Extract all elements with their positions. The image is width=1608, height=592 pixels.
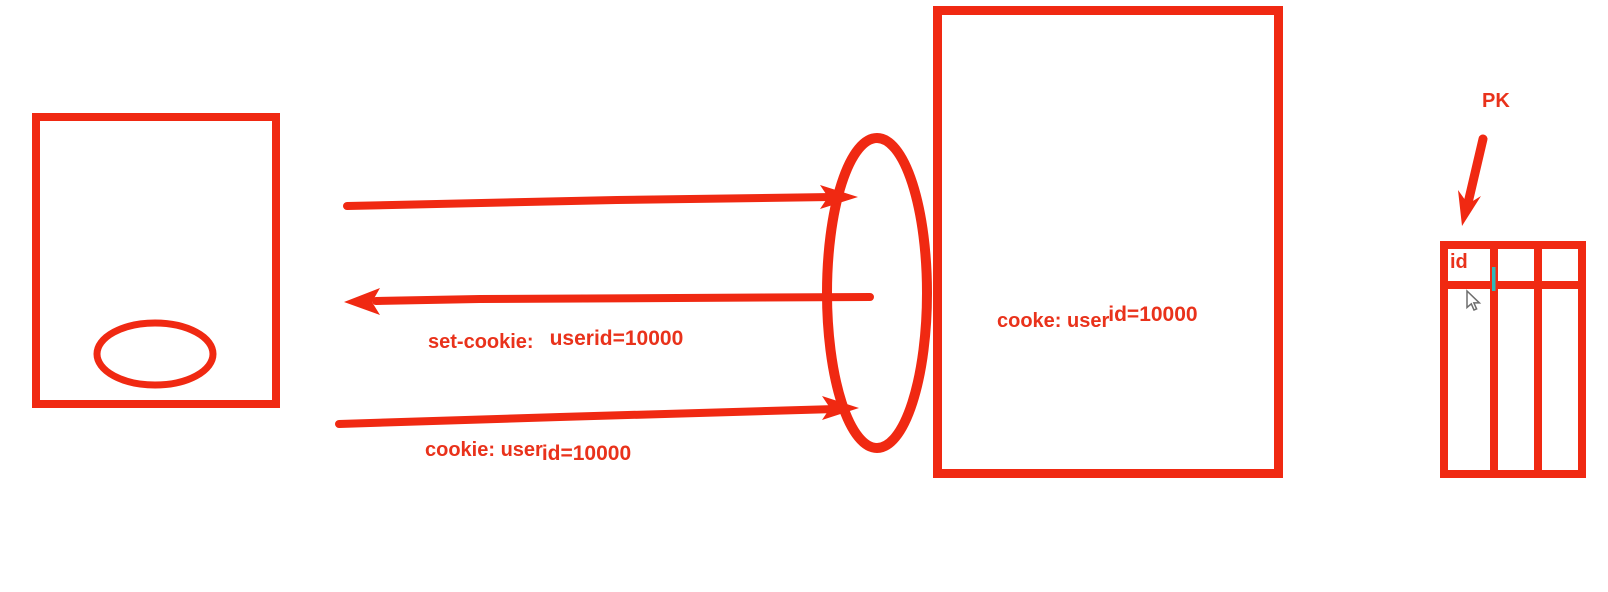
db-table-border <box>1440 241 1586 478</box>
set-cookie-label-prefix: set-cookie: <box>428 331 534 353</box>
set-cookie-label: set-cookie: userid=10000 <box>428 327 684 353</box>
client-box <box>32 113 280 408</box>
cookie-request-arrow <box>335 396 859 428</box>
client-cookie-ellipse <box>93 319 217 389</box>
mouse-cursor-icon <box>1466 289 1482 311</box>
network-ellipse <box>822 133 932 453</box>
request-arrow <box>343 185 858 210</box>
cookie-arrowhead-icon <box>822 396 859 420</box>
server-box <box>933 6 1283 478</box>
text-caret <box>1492 267 1496 291</box>
set-cookie-response-arrow <box>344 288 874 315</box>
pk-pointer-arrow <box>1458 134 1488 226</box>
set-cookie-label-value: userid=10000 <box>549 327 684 350</box>
pk-arrowhead-icon <box>1458 190 1481 226</box>
cookie-request-label-value: id=10000 <box>541 442 632 465</box>
server-cookie-note-value: id=10000 <box>1108 303 1198 326</box>
server-cookie-note-prefix: cooke: user <box>997 310 1110 332</box>
cookie-request-label: cookie: userid=10000 <box>425 438 631 465</box>
response-arrowhead-icon <box>344 288 380 315</box>
cookie-request-label-prefix: cookie: user <box>425 439 543 461</box>
request-arrowhead-icon <box>820 185 858 209</box>
server-cookie-note: cooke: userid=10000 <box>997 303 1198 332</box>
db-table-col1-header: id <box>1450 251 1468 273</box>
db-table <box>1440 241 1586 478</box>
pk-label: PK <box>1482 90 1510 112</box>
